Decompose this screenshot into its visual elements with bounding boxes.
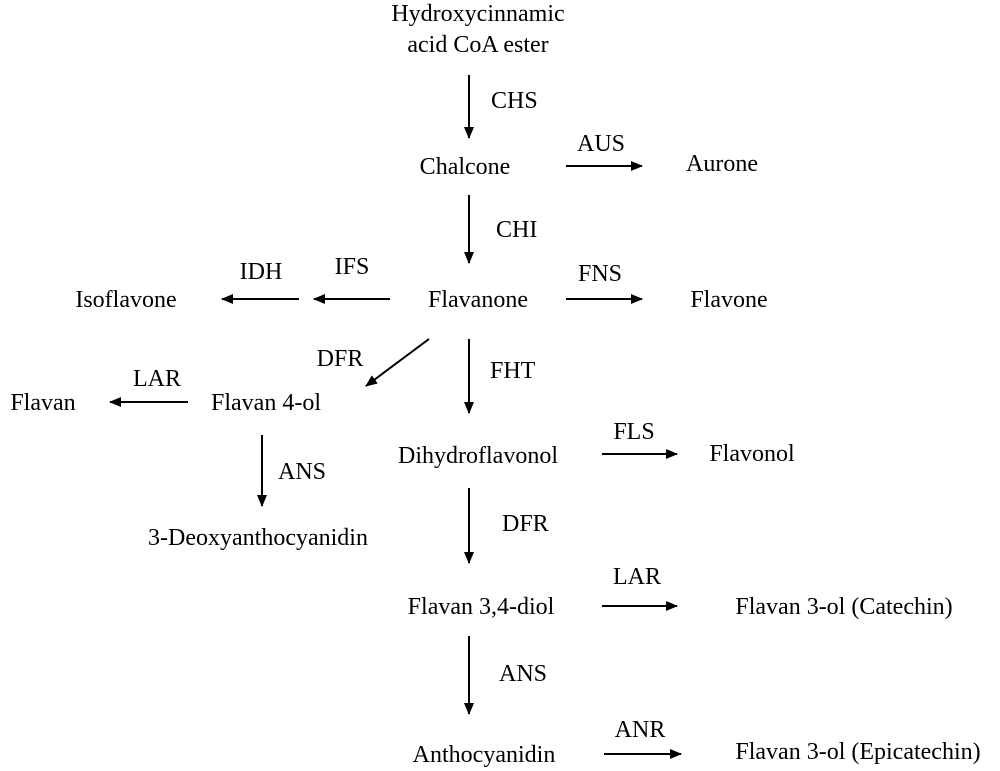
- arrow-dfr-left: [365, 338, 430, 387]
- enzyme-lar-left-label: LAR: [133, 366, 181, 392]
- compound-flavan-4-ol: Flavan 4-ol: [211, 390, 321, 416]
- enzyme-idh-label: IDH: [239, 259, 283, 285]
- compound-flavan: Flavan: [10, 390, 76, 416]
- compound-catechin: Flavan 3-ol (Catechin): [735, 594, 953, 620]
- compound-flavone: Flavone: [690, 287, 768, 313]
- enzyme-fht-label: FHT: [490, 358, 536, 384]
- compound-hydroxycinnamic-line2: acid CoA ester: [407, 32, 549, 58]
- enzyme-ans-main-label: ANS: [499, 661, 548, 687]
- enzyme-lar-main-label: LAR: [613, 564, 661, 590]
- compound-hydroxycinnamic-line1: Hydroxycinnamic: [391, 1, 565, 27]
- enzyme-chs-label: CHS: [491, 88, 538, 114]
- enzyme-anr-label: ANR: [614, 717, 666, 743]
- enzyme-fls-label: FLS: [613, 419, 655, 445]
- compound-isoflavone: Isoflavone: [75, 287, 177, 313]
- enzyme-fns-label: FNS: [577, 261, 623, 287]
- enzyme-ans-left-label: ANS: [278, 459, 327, 485]
- compound-dihydroflavonol: Dihydroflavonol: [398, 443, 558, 469]
- compound-chalcone: Chalcone: [419, 154, 511, 180]
- enzyme-ifs-label: IFS: [334, 254, 370, 280]
- enzyme-chi-label: CHI: [496, 217, 538, 243]
- compound-anthocyanidin: Anthocyanidin: [412, 742, 556, 768]
- enzyme-aus-label: AUS: [576, 131, 626, 157]
- enzyme-dfr-left-label: DFR: [316, 346, 364, 372]
- compound-flavanone: Flavanone: [428, 287, 528, 313]
- enzyme-dfr-main-label: DFR: [502, 511, 549, 537]
- compound-flavonol: Flavonol: [709, 441, 795, 467]
- compound-epicatechin: Flavan 3-ol (Epicatechin): [735, 739, 981, 765]
- compound-3-deoxyanthocyanidin: 3-Deoxyanthocyanidin: [148, 525, 368, 551]
- compound-flavan-3-4-diol: Flavan 3,4-diol: [407, 594, 555, 620]
- compound-aurone: Aurone: [686, 151, 758, 177]
